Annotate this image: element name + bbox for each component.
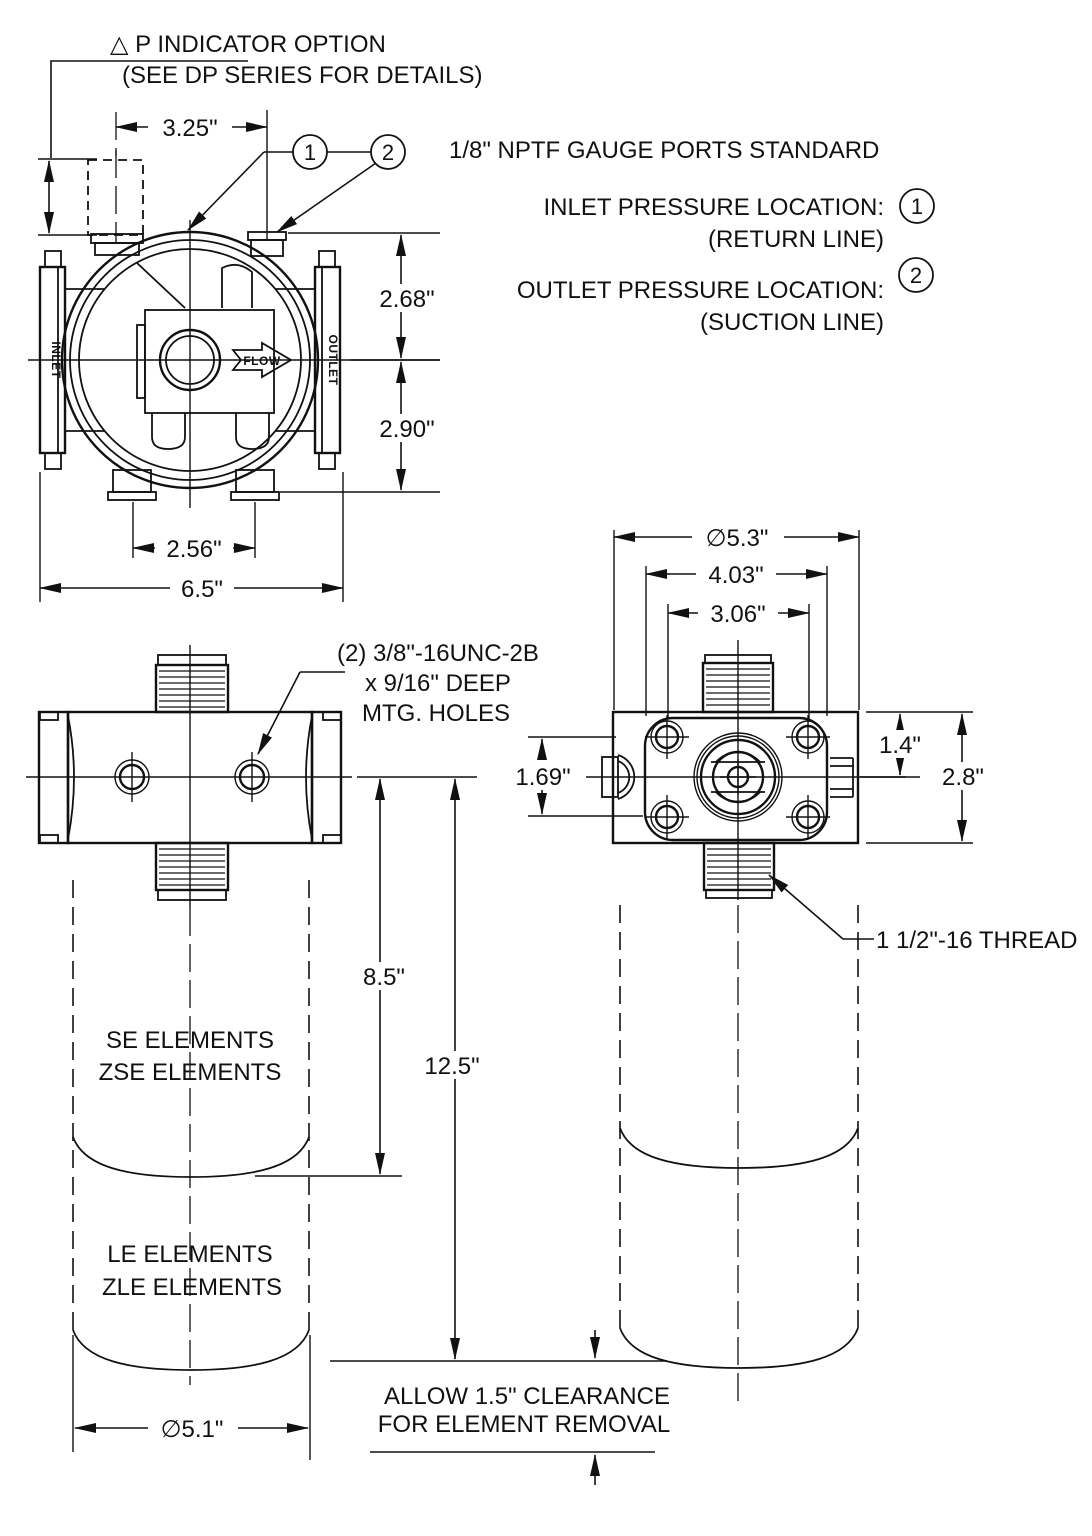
mtg-note-line2: x 9/16" DEEP — [365, 670, 511, 697]
dim-width-top-view: 2.56" 6.5" — [39, 472, 344, 603]
zle-elements-label: ZLE ELEMENTS — [102, 1274, 282, 1301]
dim-element-lengths: 8.5" 12.5" — [255, 776, 489, 1360]
mtg-note-line3: MTG. HOLES — [362, 700, 510, 727]
bottom-view-top-boss — [701, 654, 775, 714]
outlet-callout-number: 2 — [910, 263, 922, 288]
inlet-flange — [38, 250, 104, 470]
front-left-flange — [37, 710, 75, 845]
dim-top-to-center-value: 2.68" — [379, 286, 434, 313]
dim-top-to-center-side-value: 1.4" — [879, 732, 921, 759]
outlet-flange — [276, 250, 342, 470]
inlet-callout-circle — [899, 188, 935, 224]
inlet-pressure-label: INLET PRESSURE LOCATION: — [543, 194, 884, 221]
mtg-note-line1: (2) 3/8"-16UNC-2B — [337, 640, 539, 667]
dim-hole-spacing-h-value: 3.06" — [710, 601, 765, 628]
top-view-interior — [136, 262, 275, 450]
front-top-thread-boss — [154, 654, 230, 714]
return-line-label: (RETURN LINE) — [708, 226, 884, 253]
clearance-note: ALLOW 1.5" CLEARANCE FOR ELEMENT REMOVAL — [330, 1330, 670, 1485]
top-view-feet — [107, 469, 280, 501]
dim-left-bowl-dia: ∅5.1" — [72, 1335, 311, 1460]
dim-foot-spacing-value: 2.56" — [166, 536, 221, 563]
callout-2-number: 2 — [382, 140, 394, 165]
thread-note: 1 1/2"-16 THREAD — [768, 874, 1078, 954]
dim-head-height-value: 2.8" — [942, 764, 984, 791]
bottom-view-bottom-boss — [702, 841, 776, 899]
suction-line-label: (SUCTION LINE) — [700, 309, 884, 336]
zse-elements-label: ZSE ELEMENTS — [99, 1059, 282, 1086]
gauge-ports-note: 1/8" NPTF GAUGE PORTS STANDARD — [449, 137, 879, 164]
outlet-callout-circle — [898, 257, 934, 293]
dim-center-to-bottom-value: 2.90" — [379, 416, 434, 443]
pressure-notes: 1/8" NPTF GAUGE PORTS STANDARD INLET PRE… — [449, 137, 935, 336]
dp-note-line1: △ P INDICATOR OPTION — [110, 31, 386, 58]
clearance-line2: FOR ELEMENT REMOVAL — [378, 1411, 671, 1438]
thread-label: 1 1/2"-16 THREAD — [876, 927, 1078, 954]
right-bowl — [619, 905, 859, 1408]
bottom-view-mounting-holes — [645, 715, 830, 839]
dp-indicator-port — [87, 150, 144, 256]
dim-port-spacing: 3.25" — [115, 110, 268, 240]
outlet-label: OUTLET — [326, 335, 340, 386]
front-right-flange — [305, 710, 343, 845]
le-elements-label: LE ELEMENTS — [107, 1241, 272, 1268]
dim-overall-width-value: 6.5" — [181, 576, 223, 603]
dim-bowl-dia-right-value: ∅5.3" — [706, 525, 769, 552]
outlet-pressure-label: OUTLET PRESSURE LOCATION: — [517, 277, 884, 304]
dim-bottom-view-heights: 1.69" 1.4" 2.8" — [506, 711, 992, 844]
bottom-view — [586, 640, 920, 1408]
dp-note-line2: (SEE DP SERIES FOR DETAILS) — [122, 62, 483, 89]
dim-plate-width-value: 4.03" — [708, 562, 763, 589]
se-elements-label: SE ELEMENTS — [106, 1027, 274, 1054]
left-port-stub — [601, 754, 636, 800]
dim-se-length-value: 8.5" — [363, 964, 405, 991]
dim-bottom-view-widths: ∅5.3" 4.03" 3.06" — [613, 523, 860, 719]
central-port — [693, 732, 783, 822]
flow-label: FLOW — [243, 354, 280, 368]
inlet-label: INLET — [49, 341, 63, 378]
dim-hole-spacing-v-value: 1.69" — [515, 764, 570, 791]
dp-indicator-note: △ P INDICATOR OPTION (SEE DP SERIES FOR … — [38, 31, 483, 236]
left-bowl: SE ELEMENTS ZSE ELEMENTS LE ELEMENTS ZLE… — [72, 880, 310, 1385]
front-view — [26, 645, 352, 908]
front-mounting-holes — [114, 752, 270, 802]
dim-port-spacing-value: 3.25" — [162, 115, 217, 142]
top-view: INLET OUTLET — [28, 150, 440, 508]
callout-1-number: 1 — [304, 140, 316, 165]
clearance-line1: ALLOW 1.5" CLEARANCE — [384, 1383, 670, 1410]
flow-arrow: FLOW — [231, 341, 293, 379]
dim-bowl-dia-left-value: ∅5.1" — [161, 1416, 224, 1443]
front-bottom-thread-boss — [154, 841, 230, 901]
mtg-holes-note: (2) 3/8"-16UNC-2B x 9/16" DEEP MTG. HOLE… — [257, 640, 539, 755]
dim-le-length-value: 12.5" — [424, 1053, 479, 1080]
callout-balloons: 1 2 — [187, 134, 406, 233]
inlet-callout-number: 1 — [911, 194, 923, 219]
right-port-stub — [830, 757, 854, 798]
dim-vertical-top-view: 2.68" 2.90" — [280, 232, 446, 493]
